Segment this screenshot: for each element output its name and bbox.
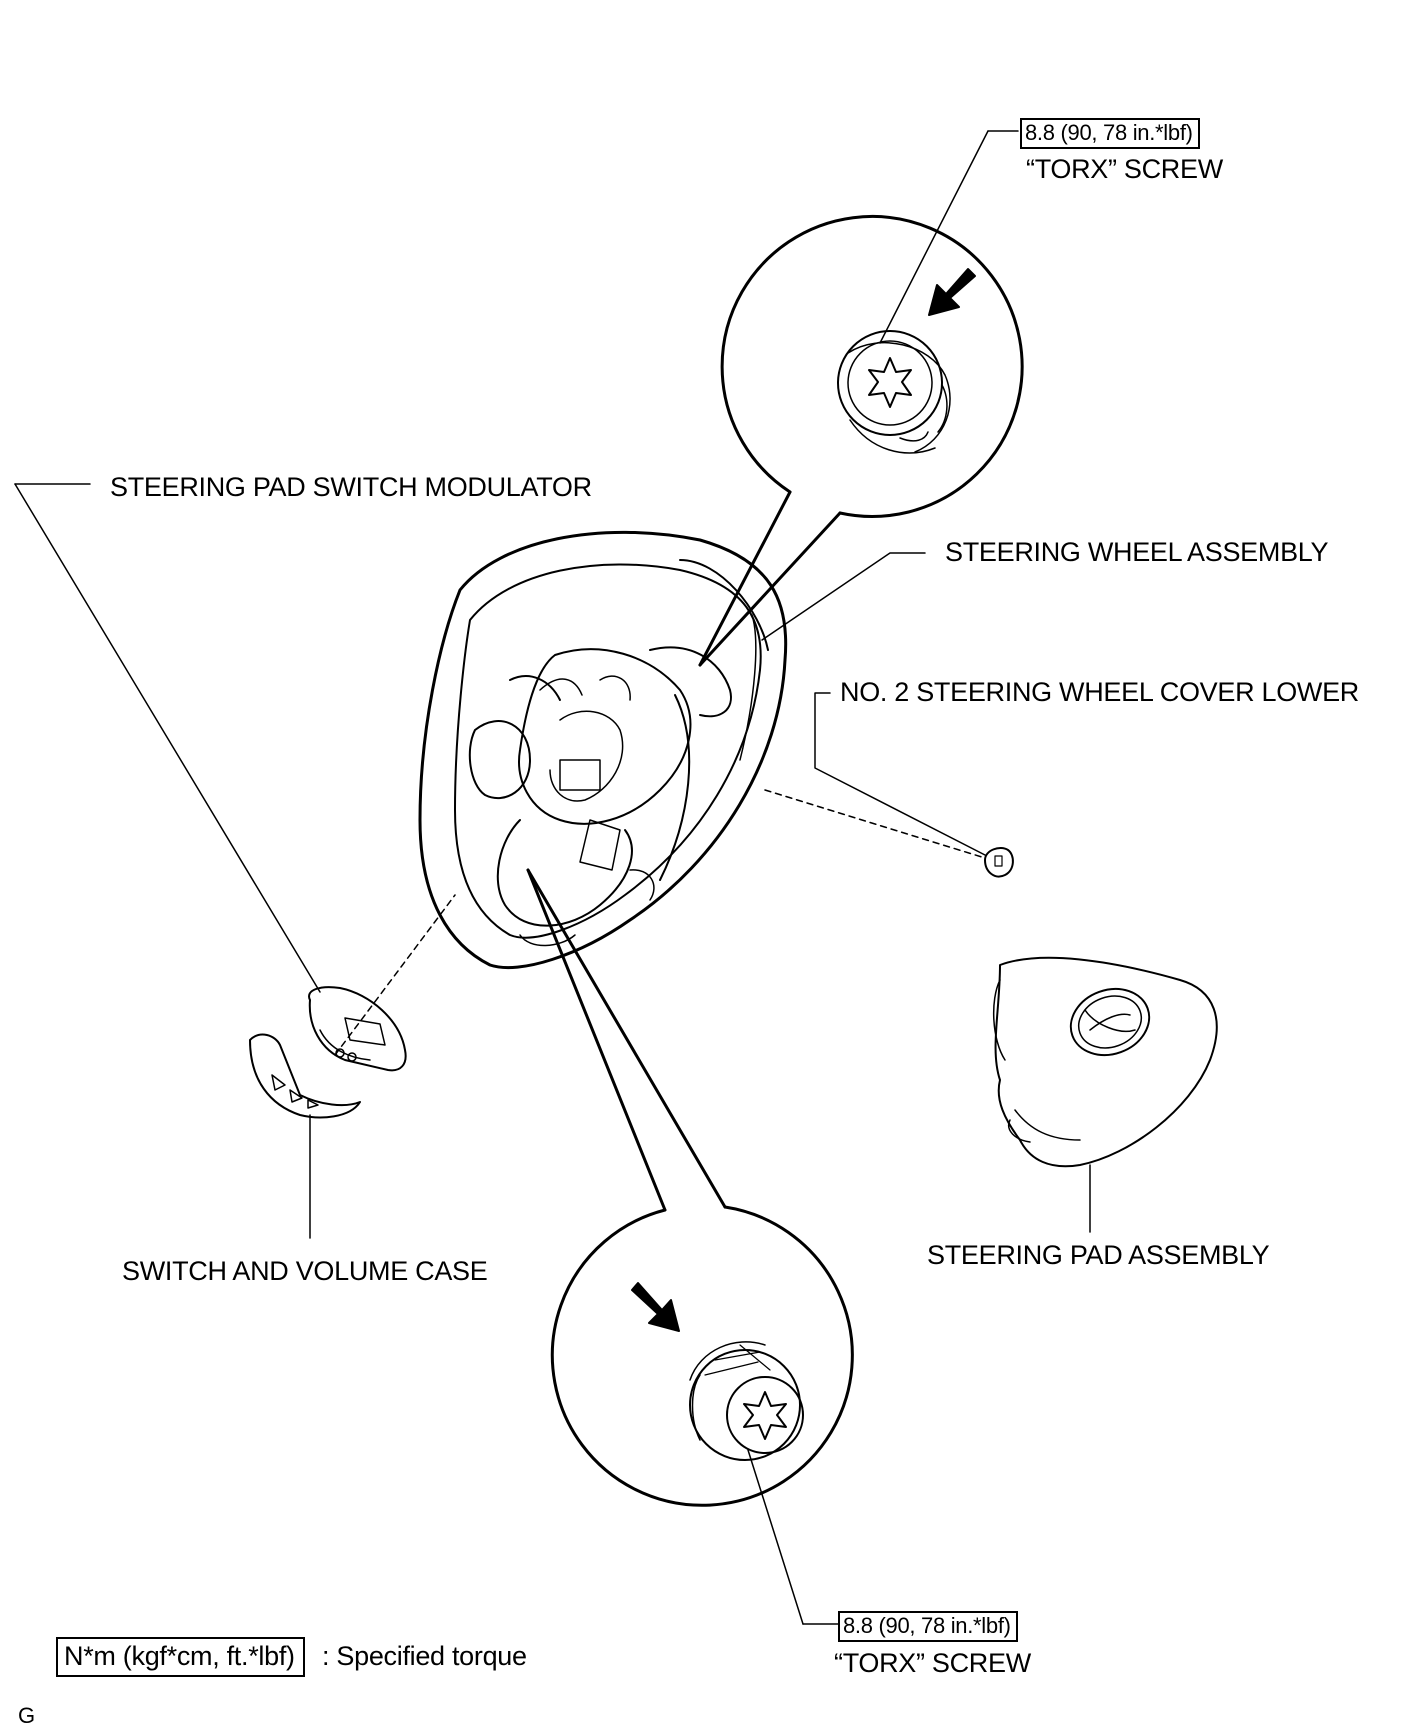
torx-bottom-label: “TORX” SCREW	[834, 1648, 1031, 1678]
steering-wheel	[418, 530, 788, 970]
torx-bottom-torque-value: 8.8 (90, 78 in.*lbf)	[838, 1611, 1018, 1642]
torx-screw-detail-bottom	[526, 868, 854, 1625]
torx-top-label: “TORX” SCREW	[1026, 154, 1223, 184]
volume-case-part	[249, 894, 456, 1239]
steering-pad-part	[992, 956, 1218, 1233]
legend-unit-box: N*m (kgf*cm, ft.*lbf)	[56, 1637, 305, 1677]
switch-modulator-part	[14, 483, 407, 1072]
torx-top-torque-value: 8.8 (90, 78 in.*lbf)	[1020, 118, 1200, 149]
pad-assembly-label: STEERING PAD ASSEMBLY	[927, 1240, 1270, 1270]
modulator-label: STEERING PAD SWITCH MODULATOR	[110, 472, 592, 502]
volume-case-label: SWITCH AND VOLUME CASE	[122, 1256, 488, 1286]
wheel-assembly-label: STEERING WHEEL ASSEMBLY	[945, 537, 1329, 567]
cover-lower-label: NO. 2 STEERING WHEEL COVER LOWER	[840, 677, 1359, 707]
legend-text: : Specified torque	[322, 1641, 527, 1671]
wheel-assembly-leader	[761, 552, 926, 641]
torx-screw-detail-top	[698, 130, 1024, 667]
corner-mark: G	[18, 1703, 35, 1728]
cover-lower-part	[764, 692, 1014, 878]
